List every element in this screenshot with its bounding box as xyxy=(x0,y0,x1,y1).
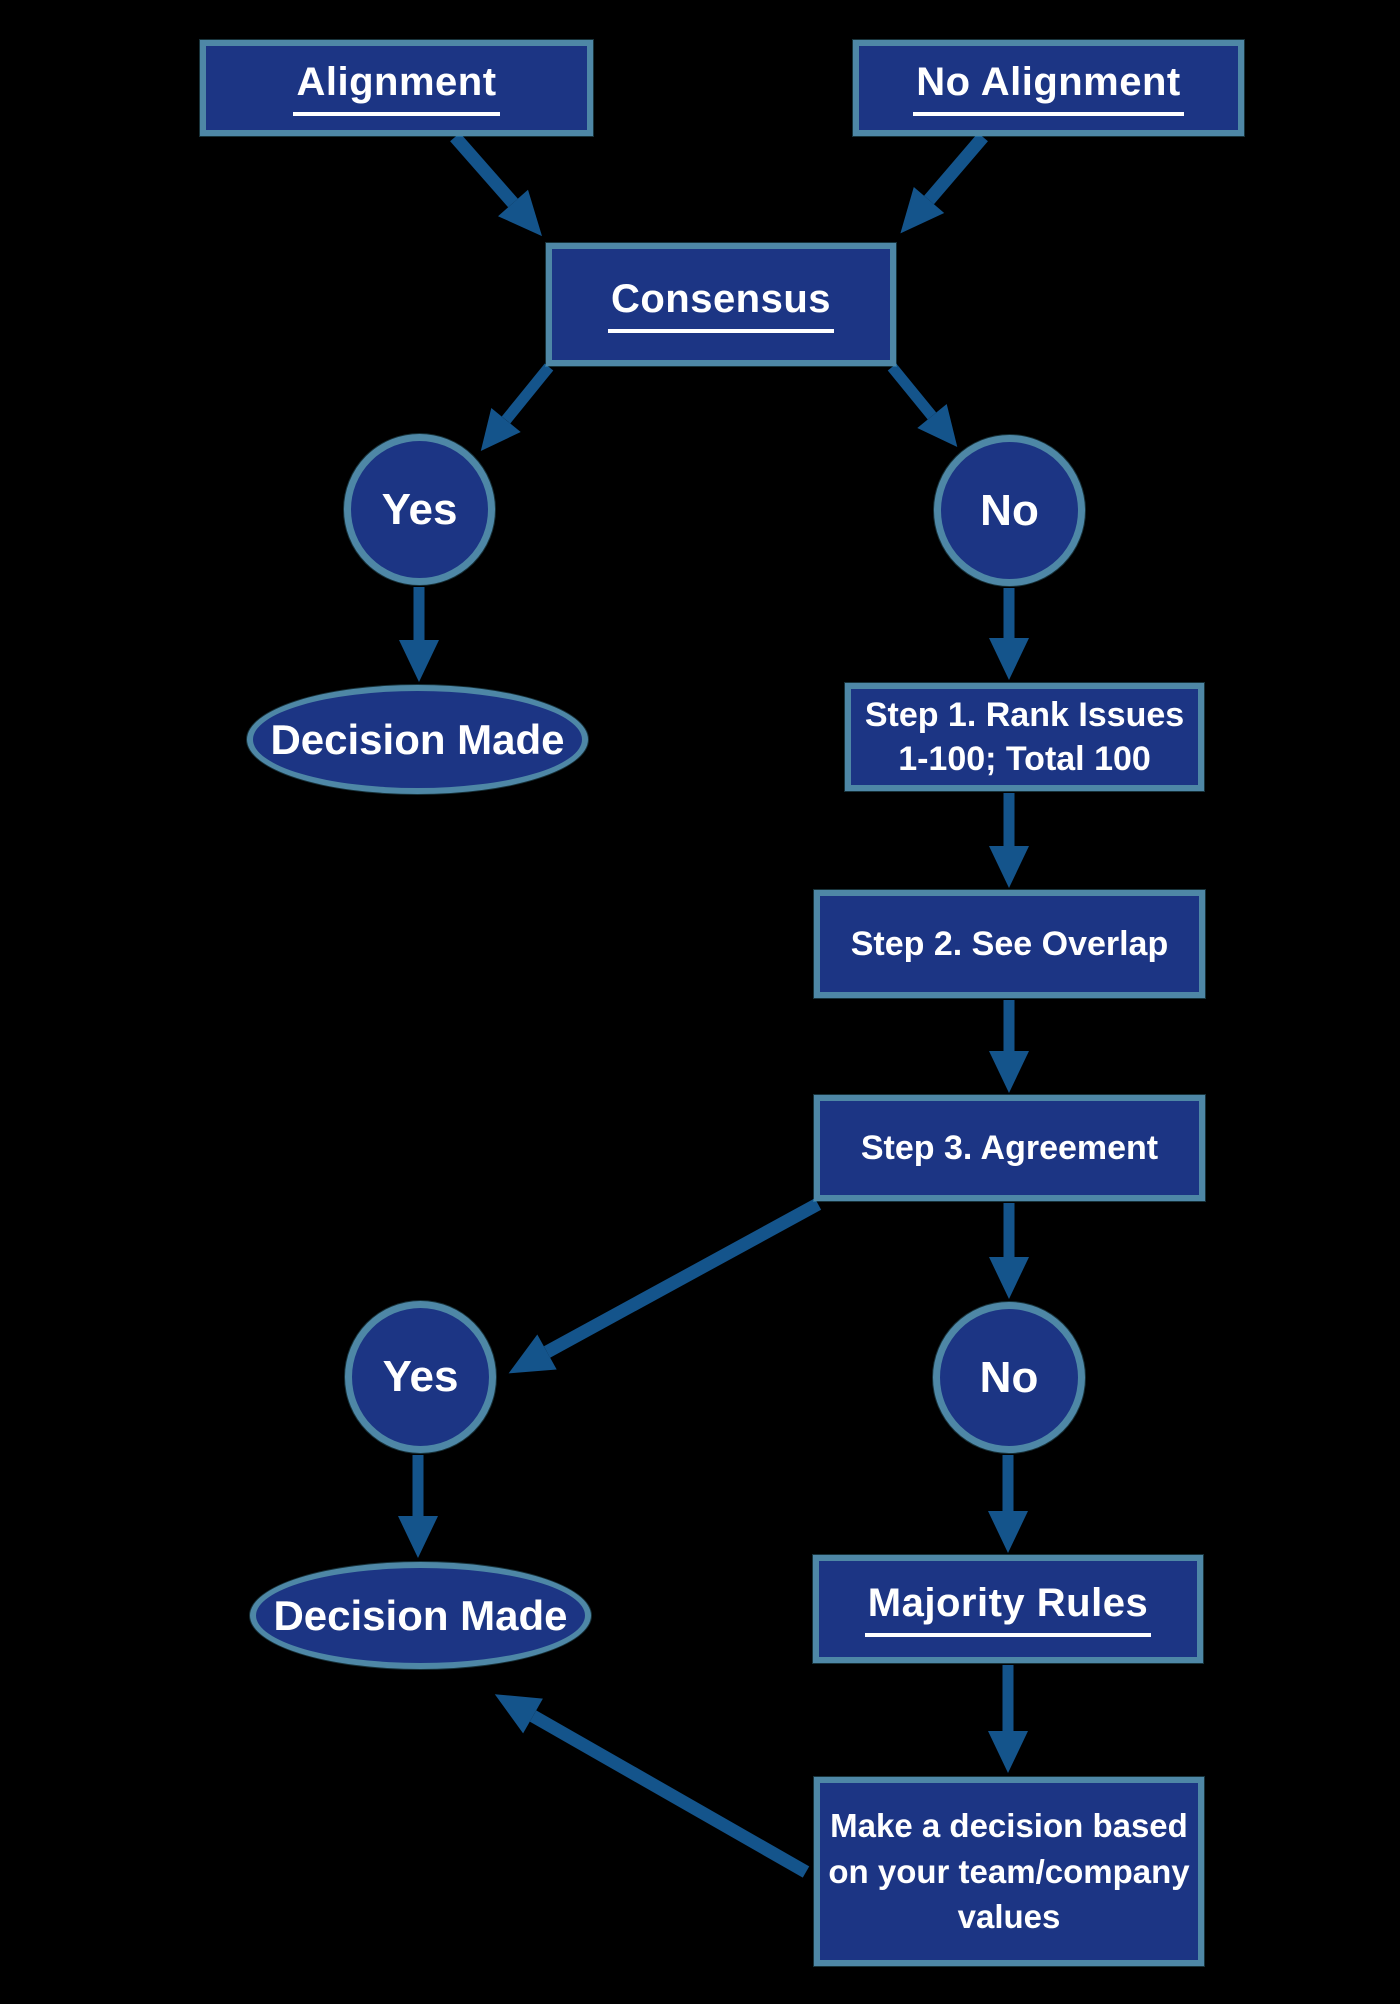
node-alignment: Alignment xyxy=(200,40,593,136)
arrow-step-3-to-yes-2 xyxy=(508,1198,822,1374)
arrow-step-1-to-step-2 xyxy=(989,793,1029,888)
node-decision-made-2-label: Decision Made xyxy=(273,1591,568,1639)
arrow-consensus-to-yes-1 xyxy=(480,363,554,451)
arrow-make-decision-to-decision-made-2 xyxy=(494,1694,810,1878)
node-yes-2-label: Yes xyxy=(382,1352,459,1401)
node-step-1: Step 1. Rank Issues 1-100; Total 100 xyxy=(845,683,1204,791)
node-step-1-label: Step 1. Rank Issues 1-100; Total 100 xyxy=(864,695,1185,778)
node-no-alignment: No Alignment xyxy=(853,40,1244,136)
node-decision-made-2: Decision Made xyxy=(250,1562,591,1669)
node-consensus: Consensus xyxy=(546,243,896,366)
node-no-2: No xyxy=(933,1302,1085,1453)
node-step-2-label: Step 2. See Overlap xyxy=(850,924,1169,963)
node-step-3-label: Step 3. Agreement xyxy=(860,1128,1159,1167)
node-step-3: Step 3. Agreement xyxy=(814,1095,1205,1201)
node-consensus-label: Consensus xyxy=(607,277,835,333)
arrow-no-2-to-majority-rules xyxy=(988,1455,1028,1553)
node-decision-made-1: Decision Made xyxy=(247,685,588,794)
arrow-yes-1-to-decision-made-1 xyxy=(399,587,439,682)
arrow-no-alignment-to-consensus xyxy=(900,132,988,234)
arrow-alignment-to-consensus xyxy=(450,132,542,237)
node-majority-rules: Majority Rules xyxy=(813,1555,1203,1663)
arrow-step-3-to-no-2 xyxy=(989,1203,1029,1299)
node-step-2: Step 2. See Overlap xyxy=(814,890,1205,998)
arrow-consensus-to-no-1 xyxy=(887,363,958,447)
node-make-decision: Make a decision based on your team/compa… xyxy=(814,1777,1204,1966)
node-no-1-label: No xyxy=(980,485,1039,535)
node-yes-2: Yes xyxy=(345,1301,496,1453)
node-no-1: No xyxy=(934,435,1085,586)
arrow-no-1-to-step-1 xyxy=(989,588,1029,680)
node-no-2-label: No xyxy=(979,1352,1039,1402)
node-decision-made-1-label: Decision Made xyxy=(270,715,565,763)
node-yes-1-label: Yes xyxy=(381,484,458,534)
node-alignment-label: Alignment xyxy=(293,60,500,116)
node-make-decision-label: Make a decision based on your team/compa… xyxy=(828,1807,1190,1936)
node-yes-1: Yes xyxy=(344,434,495,585)
arrow-yes-2-to-decision-made-2 xyxy=(398,1455,438,1558)
node-no-alignment-label: No Alignment xyxy=(913,60,1184,116)
arrow-step-2-to-step-3 xyxy=(989,1000,1029,1093)
node-majority-rules-label: Majority Rules xyxy=(864,1581,1152,1637)
arrow-majority-rules-to-make-decision xyxy=(988,1665,1028,1773)
